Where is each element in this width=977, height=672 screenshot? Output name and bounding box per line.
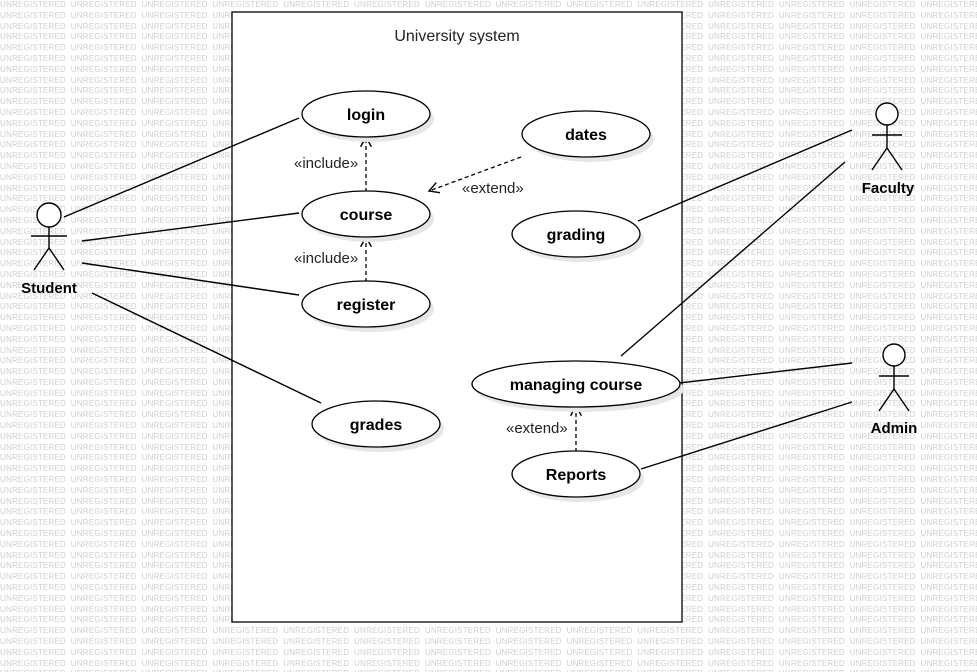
extend-label-dates: «extend» xyxy=(462,180,524,197)
use-case-course[interactable]: course xyxy=(301,190,434,242)
actor-admin[interactable] xyxy=(878,343,910,412)
dependencies xyxy=(359,135,583,452)
system-boundary[interactable] xyxy=(231,11,683,623)
faculty-icon xyxy=(875,102,899,126)
use-case-course-label: course xyxy=(340,207,393,224)
use-case-register[interactable]: register xyxy=(301,280,434,332)
assoc-student-grades[interactable] xyxy=(91,292,322,404)
actor-admin-label: Admin xyxy=(871,420,918,437)
assoc-student-course[interactable] xyxy=(81,212,300,242)
actor-faculty-label: Faculty xyxy=(862,180,915,197)
extend-dates-course[interactable] xyxy=(427,156,522,194)
use-case-login[interactable]: login xyxy=(301,90,434,142)
associations xyxy=(63,117,853,470)
use-case-dates[interactable]: dates xyxy=(521,110,654,162)
actor-student[interactable] xyxy=(31,202,67,271)
assoc-admin-reports[interactable] xyxy=(640,401,853,470)
assoc-admin-managing[interactable] xyxy=(678,362,853,384)
actor-faculty[interactable] xyxy=(871,102,903,171)
use-case-dates-label: dates xyxy=(565,127,607,144)
actor-student-label: Student xyxy=(21,280,77,297)
assoc-student-login[interactable] xyxy=(63,117,300,218)
use-case-reports-label: Reports xyxy=(546,467,607,484)
use-case-grading-label: grading xyxy=(547,227,606,244)
include-label-login: «include» xyxy=(294,155,358,172)
system-title: University system xyxy=(394,28,519,45)
student-icon xyxy=(36,202,62,228)
assoc-student-register[interactable] xyxy=(81,262,300,296)
use-case-managing-course[interactable]: managing course xyxy=(471,360,684,412)
use-case-grades-label: grades xyxy=(350,417,403,434)
use-case-managing-course-label: managing course xyxy=(510,377,643,394)
use-case-reports[interactable]: Reports xyxy=(511,450,644,502)
admin-icon xyxy=(882,343,906,367)
include-label-register: «include» xyxy=(294,250,358,267)
use-case-grading[interactable]: grading xyxy=(511,210,644,262)
assoc-faculty-grading[interactable] xyxy=(637,129,853,222)
assoc-faculty-managing[interactable] xyxy=(620,161,846,357)
use-case-grades[interactable]: grades xyxy=(311,400,444,452)
extend-label-reports: «extend» xyxy=(506,420,568,437)
use-case-register-label: register xyxy=(337,297,396,314)
use-case-login-label: login xyxy=(347,107,385,124)
